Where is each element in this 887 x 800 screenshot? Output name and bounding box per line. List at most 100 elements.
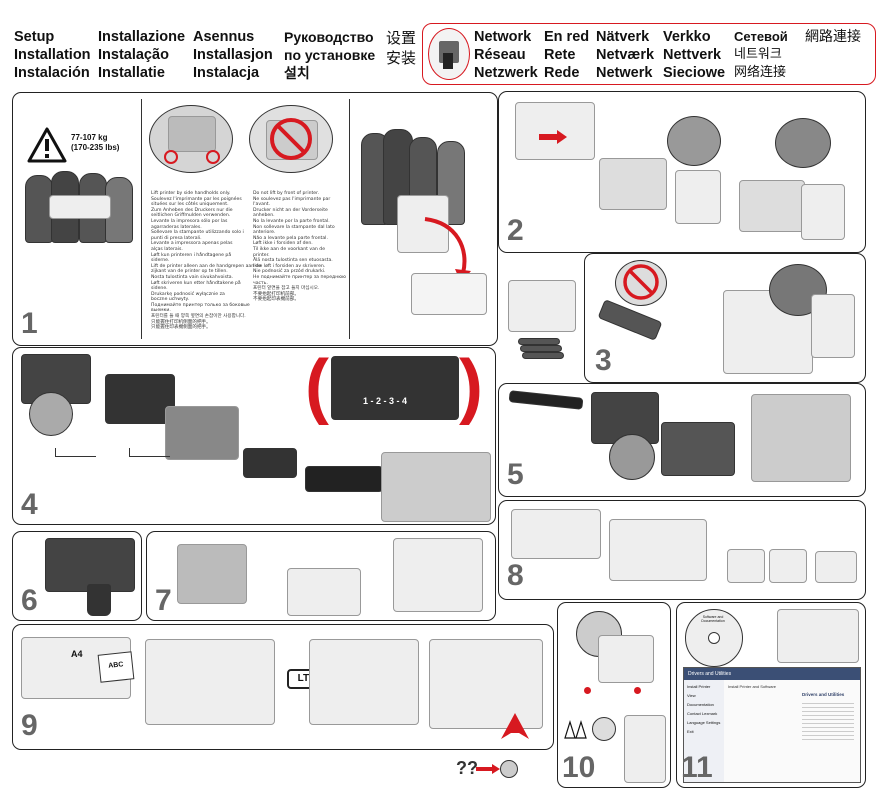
setup-title-column-3: Asennus Installasjon Instalacja xyxy=(193,28,273,82)
front-instr-line: Do not lift by front of printer. xyxy=(253,191,320,196)
installer-sidebar: Install Printer View Documentation Conta… xyxy=(684,680,724,782)
title-setup-ko: 설치 xyxy=(284,65,310,81)
cd-center-hole xyxy=(708,632,720,644)
shipping-pallet xyxy=(411,273,487,315)
title-setup-en: Setup xyxy=(14,29,55,45)
setup-title-column-1: Setup Installation Instalación xyxy=(14,28,91,82)
lift-instr-line: 只能握住打印机侧面的把手。 xyxy=(151,319,211,325)
network-column-4: Verkko Nettverk Sieciowe xyxy=(663,28,725,82)
step-number-5: 5 xyxy=(507,458,524,491)
menu-view-documentation[interactable]: View Documentation xyxy=(687,693,714,707)
drivers-panel-heading: Drivers and Utilities xyxy=(802,692,845,697)
front-instr-line: 不要抬起印表機前部。 xyxy=(253,297,299,303)
front-instr-line: Ikke løft i forsiden av skriveren. xyxy=(253,263,326,269)
network-pl: Sieciowe xyxy=(663,65,726,81)
front-instr-line: Til ikke aan de voorkant van de xyxy=(253,246,326,252)
photoconductor-install-view xyxy=(661,422,735,476)
cartridge-horizontal xyxy=(305,466,383,492)
help-arrow-icon xyxy=(476,764,500,774)
installer-title-bar: Drivers and Utilities xyxy=(684,668,860,680)
paper-a4-label: A4 xyxy=(71,649,83,659)
software-cd-icon[interactable] xyxy=(685,609,743,667)
lift-instr-line: punti di presa laterali. xyxy=(151,235,202,241)
prohibited-icon xyxy=(623,264,659,300)
pull-tray-view xyxy=(511,509,601,559)
front-instr-line: Não a levante pela parte frontal. xyxy=(253,235,328,241)
title-setup-pl: Instalacja xyxy=(193,65,260,81)
front-instr-line: Ne soulevez pas l'imprimante par xyxy=(253,196,331,202)
cd-label: Software and Documentation xyxy=(701,615,725,623)
help-cd-icon[interactable] xyxy=(500,760,518,778)
step-number-7: 7 xyxy=(155,584,172,617)
caution-icon xyxy=(564,719,587,739)
install-printer-software-link[interactable]: Install Printer and Software xyxy=(728,684,777,689)
title-setup-zh-tw: 安装 xyxy=(386,49,417,67)
network-da: Netværk xyxy=(596,47,655,63)
lift-instr-line: Levante a impressora apenas pelas xyxy=(151,241,233,247)
printer-body xyxy=(508,280,576,332)
printer-weight-kg: 77-107 kg xyxy=(71,133,108,142)
network-column-6: 網路連接 xyxy=(805,28,861,46)
latch-magnifier xyxy=(775,118,831,168)
step-11-panel: Software and Documentation Drivers and U… xyxy=(676,602,866,788)
warning-icon xyxy=(27,127,67,163)
shake-cartridge-illustration xyxy=(243,448,297,478)
front-instr-line: 프린터 앞면을 잡고 들지 마십시오. xyxy=(253,286,320,292)
front-instr-line: l'avant. xyxy=(253,202,271,208)
prohibited-icon xyxy=(270,118,312,160)
cartridge-detail-view xyxy=(165,406,239,460)
remove-packing-magnifier xyxy=(29,392,73,436)
plug-in-icon xyxy=(592,717,616,741)
front-instr-line: 不要抬起打印机前部。 xyxy=(253,291,299,297)
lift-instr-line: situées sur les côtés uniquement. xyxy=(151,202,229,208)
no-front-lift-instructions: Do not lift by front of printer. Ne soul… xyxy=(253,191,347,303)
network-cable-icon xyxy=(428,28,470,80)
network-en: Network xyxy=(474,29,532,45)
title-setup-fr: Installation xyxy=(14,47,91,63)
step-4-panel: ( ) 1 - 2 - 3 - 4 4 xyxy=(12,347,496,525)
four-people-lifting-illustration xyxy=(19,167,137,247)
person-4-figure xyxy=(105,177,133,243)
menu-exit[interactable]: Exit xyxy=(687,729,694,734)
lift-instr-line: Lift de printer alleen aan de handgrepen… xyxy=(151,263,262,269)
title-setup-zh-cn: 设置 xyxy=(386,29,417,47)
front-instr-line: anteriore. xyxy=(253,230,276,236)
menu-language-settings[interactable]: Language Settings xyxy=(687,720,721,725)
lift-instr-line: 프린터를 들 때 양쪽 옆면의 손잡이만 사용합니다. xyxy=(151,314,246,320)
no-touch-magnifier xyxy=(615,260,667,306)
trash-bin-icon xyxy=(87,584,111,616)
toner-cartridge-2 xyxy=(520,345,562,352)
step-10-panel: 10 xyxy=(557,602,671,788)
photoconductor-kit xyxy=(508,390,584,410)
title-setup-es: Instalación xyxy=(14,65,90,81)
cartridge-removal-view xyxy=(105,374,175,424)
step-7-panel: 7 xyxy=(146,531,496,621)
paper-abc-sheet: ABC xyxy=(97,651,135,683)
photoconductor-unit xyxy=(597,299,663,341)
step-number-8: 8 xyxy=(507,559,524,592)
lift-instr-line: Lift printer by side handholds only. xyxy=(151,191,231,196)
network-it: Rete xyxy=(544,47,576,63)
menu-contact-lexmark[interactable]: Contact Lexmark xyxy=(687,711,718,716)
network-fr: Réseau xyxy=(474,47,526,63)
front-instr-line: часть. xyxy=(253,280,268,286)
menu-install-printer[interactable]: Install Printer xyxy=(687,684,711,689)
step-number-11: 11 xyxy=(681,751,713,784)
paper-stack-view xyxy=(145,639,275,725)
help-question-marks: ?? xyxy=(456,758,478,778)
lift-instr-line: Soulevez l'imprimante par les poignées xyxy=(151,196,242,202)
open-front-door xyxy=(811,294,855,358)
network-fi: Verkko xyxy=(663,29,711,45)
printer-and-cartridges-illustration xyxy=(504,280,582,360)
lift-instr-line: agarraderas laterales. xyxy=(151,224,202,230)
lift-instr-line: siderne. xyxy=(151,258,170,264)
adjust-guides-view xyxy=(609,519,707,581)
lift-instr-line: Drukarkę podnosić wyłącznie za xyxy=(151,291,225,297)
title-setup-no: Installasjon xyxy=(193,47,273,63)
close-cover-view xyxy=(751,394,851,482)
network-column-1: Network Réseau Netzwerk xyxy=(474,28,538,82)
front-instr-line: Не поднимайте принтер за переднюю xyxy=(253,274,346,280)
no-front-lift-magnifier xyxy=(249,105,333,173)
insert-tray-arrow-icon xyxy=(501,713,529,739)
network-zh-cn: 网络连接 xyxy=(734,65,787,80)
